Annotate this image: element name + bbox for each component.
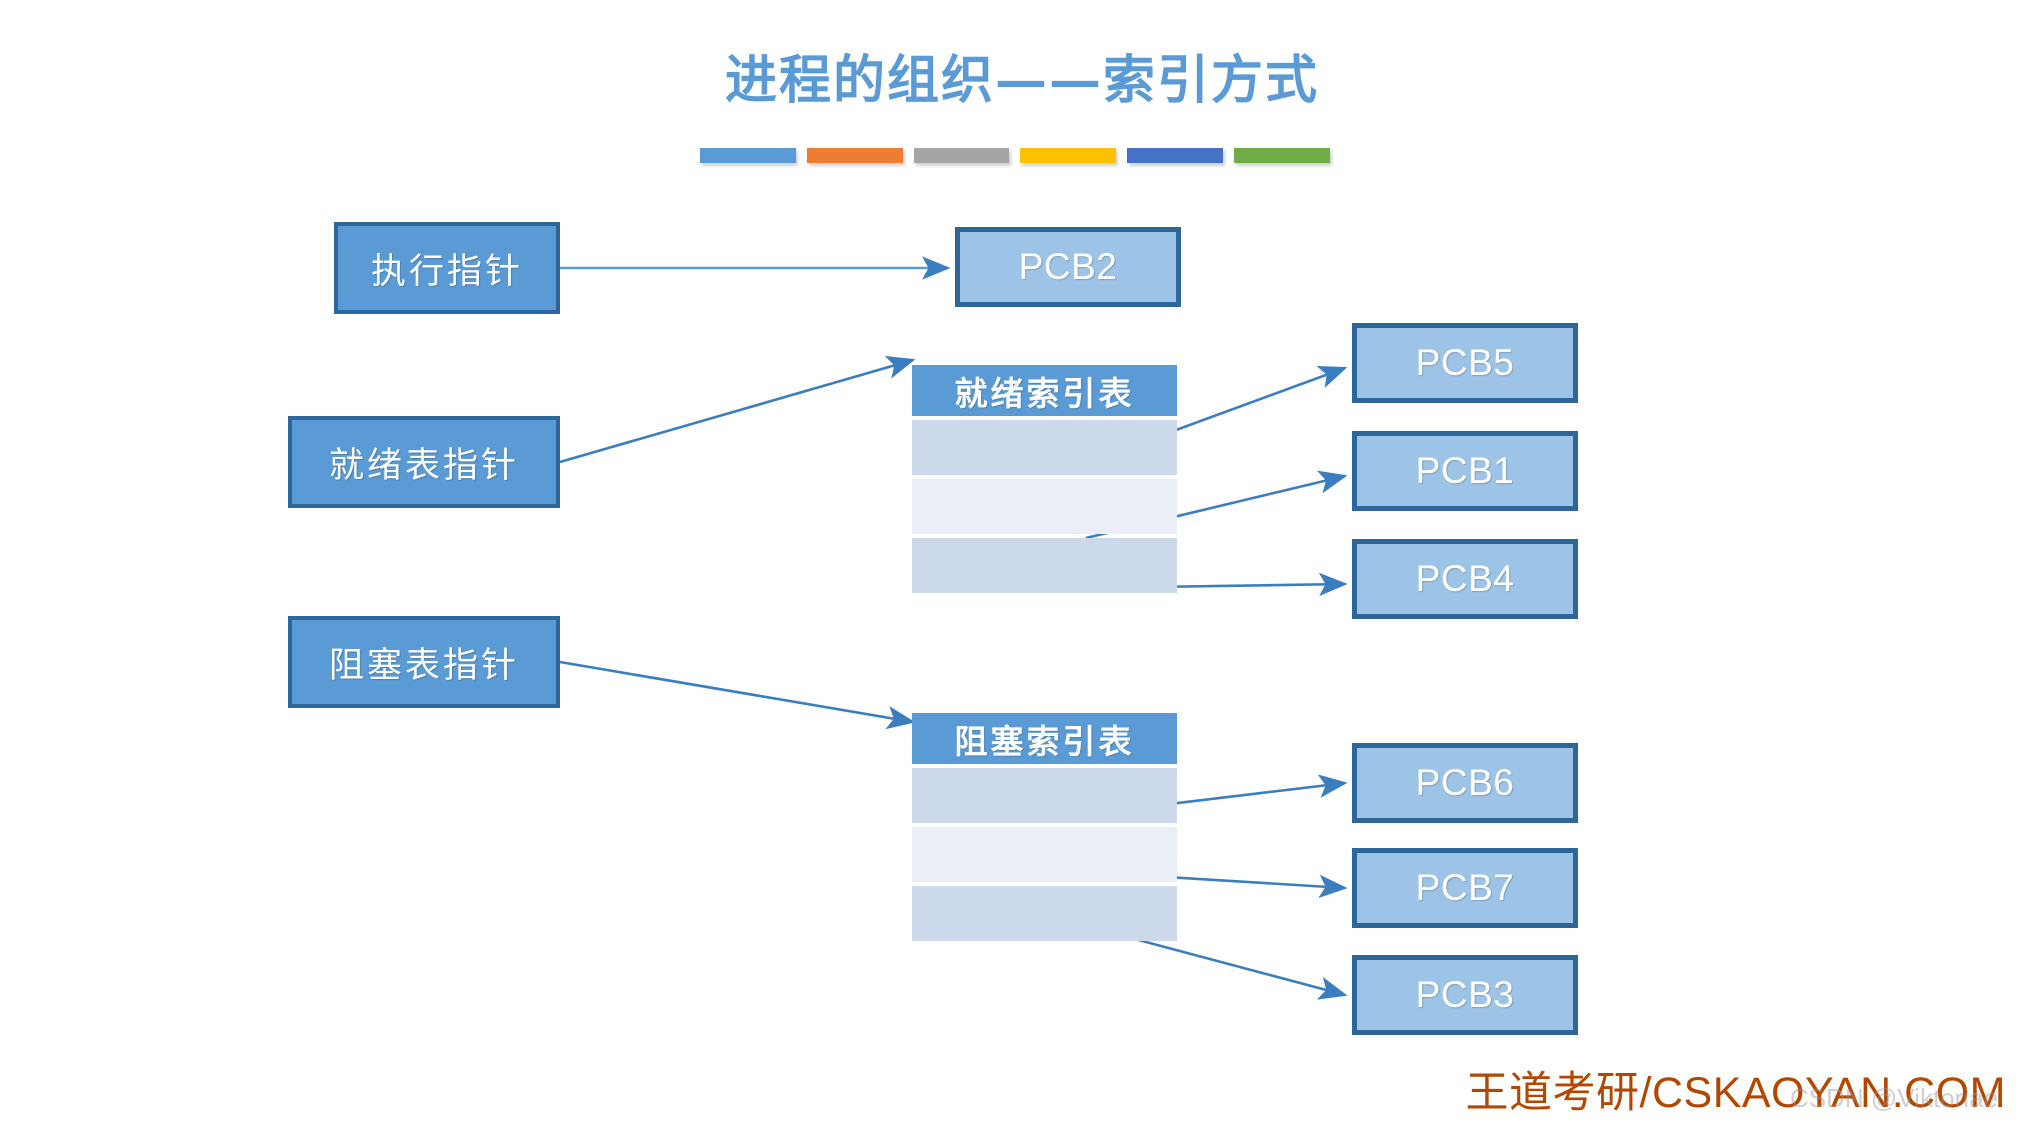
pcb-label-ready-3: PCB4 [1415, 558, 1515, 599]
blocked-index-table: 阻塞索引表 [912, 713, 1177, 941]
ready-pointer-box[interactable]: 就绪表指针 [288, 416, 560, 508]
title-accent-bars [700, 148, 1330, 164]
bar-gold [1020, 148, 1117, 163]
pcb-box-ready-2[interactable]: PCB1 [1352, 431, 1578, 511]
running-pointer-label: 执行指针 [370, 251, 523, 292]
ready-index-table-row[interactable] [912, 538, 1177, 593]
pcb-label-running: PCB2 [1018, 246, 1118, 287]
pcb-box-blocked-1[interactable]: PCB6 [1352, 743, 1578, 823]
blocked-pointer-label: 阻塞表指针 [328, 645, 519, 686]
brand-watermark: 王道考研/CSKAOYAN.COM [1465, 1069, 2006, 1117]
pcb-box-ready-1[interactable]: PCB5 [1352, 323, 1578, 403]
csdn-watermark: CSDN @Viktoriae [1790, 1083, 1998, 1113]
bar-dark-blue [1127, 148, 1224, 163]
pcb-box-blocked-3[interactable]: PCB3 [1352, 955, 1578, 1035]
blocked-index-table-header: 阻塞索引表 [912, 713, 1177, 764]
blocked-index-table-row[interactable] [912, 886, 1177, 941]
running-pointer-box[interactable]: 执行指针 [334, 222, 560, 314]
bar-gray [913, 148, 1010, 163]
pcb-box-running[interactable]: PCB2 [955, 227, 1181, 307]
bar-green [1234, 148, 1330, 163]
page-title: 进程的组织——索引方式 [724, 50, 1319, 111]
bar-light-blue [700, 148, 796, 163]
pcb-box-blocked-2[interactable]: PCB7 [1352, 848, 1578, 928]
pcb-label-blocked-2: PCB7 [1415, 867, 1515, 908]
pcb-label-ready-1: PCB5 [1415, 342, 1515, 383]
link-ready-pointer-to-ready-table [559, 355, 916, 464]
blocked-index-table-row[interactable] [912, 768, 1177, 823]
ready-index-table-header: 就绪索引表 [912, 365, 1177, 416]
pcb-box-ready-3[interactable]: PCB4 [1352, 539, 1578, 619]
ready-index-table-row[interactable] [912, 420, 1177, 475]
blocked-index-table-row[interactable] [912, 827, 1177, 882]
pcb-label-blocked-3: PCB3 [1415, 974, 1515, 1015]
link-blocked-pointer-to-blocked-table [559, 660, 916, 730]
ready-index-table: 就绪索引表 [912, 365, 1177, 593]
blocked-pointer-box[interactable]: 阻塞表指针 [288, 616, 560, 708]
ready-pointer-label: 就绪表指针 [328, 445, 519, 486]
pcb-label-blocked-1: PCB6 [1415, 762, 1515, 803]
ready-index-table-row[interactable] [912, 479, 1177, 534]
pcb-label-ready-2: PCB1 [1415, 450, 1515, 491]
bar-orange [806, 148, 903, 163]
